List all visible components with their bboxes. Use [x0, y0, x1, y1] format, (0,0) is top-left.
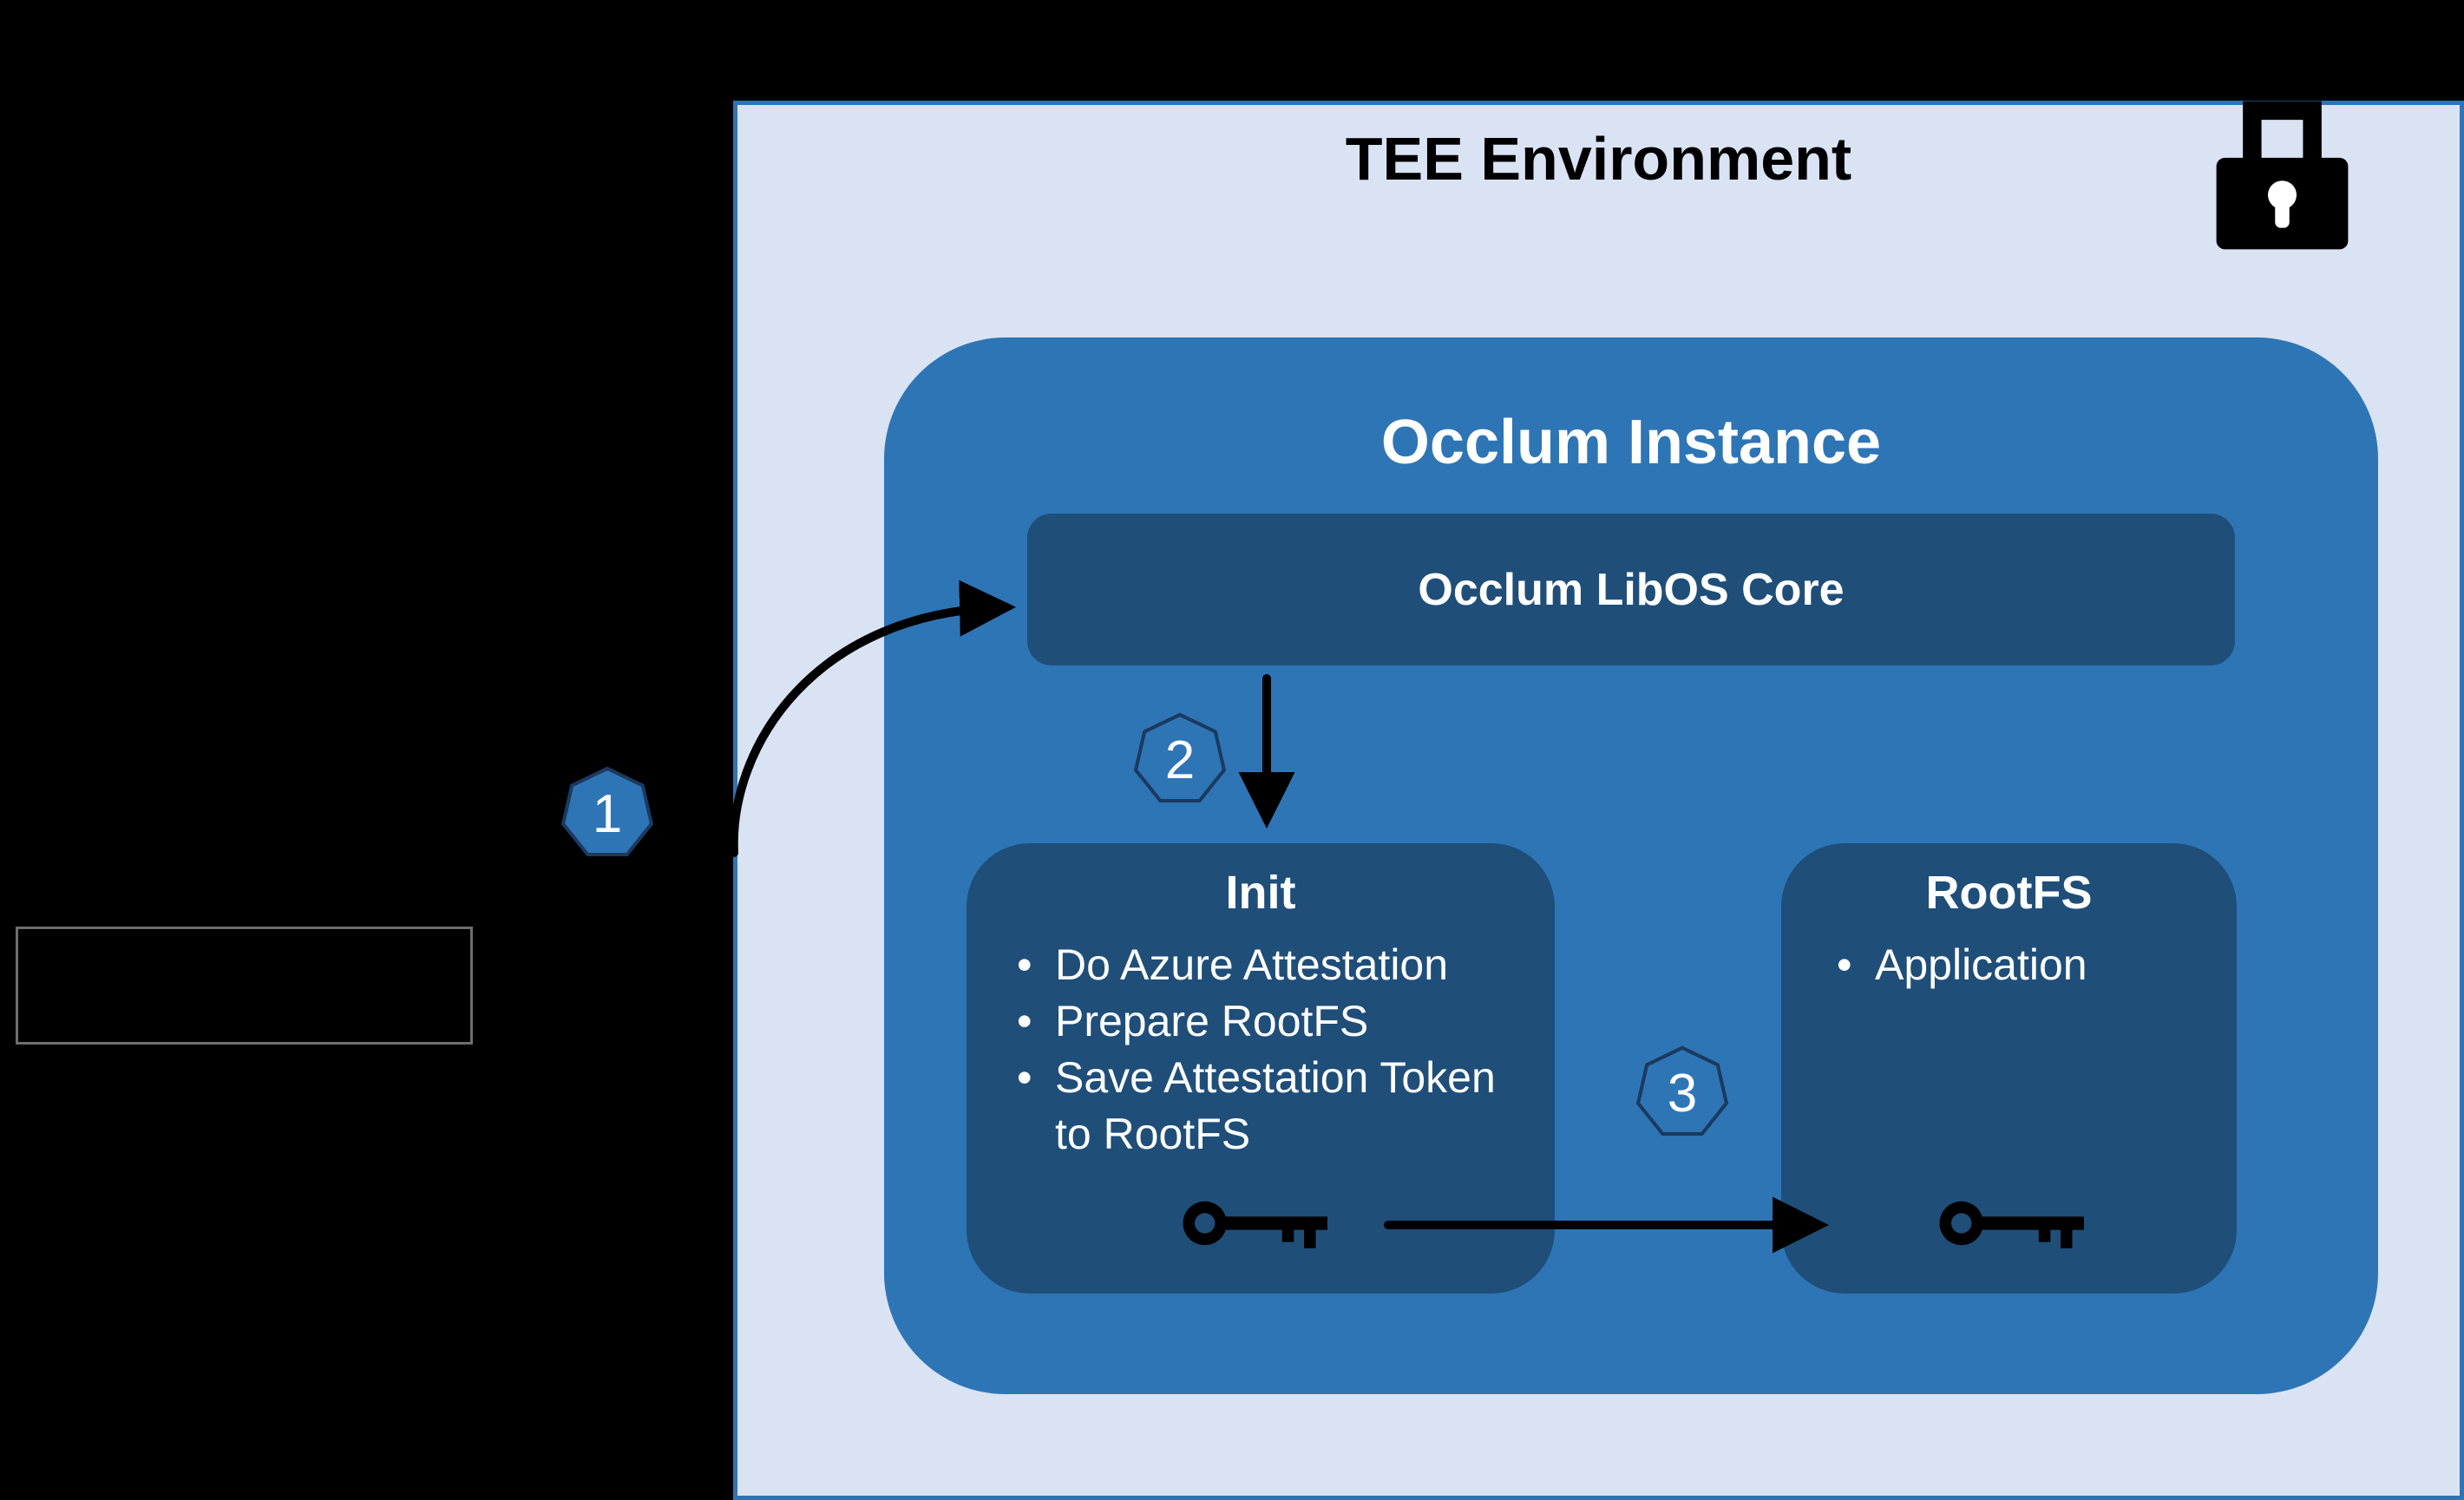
- key-icon-svg: [1183, 1201, 1327, 1248]
- heptagon-shape: [560, 766, 654, 857]
- step-1-number: 1: [592, 783, 623, 844]
- tee-title: TEE Environment: [1345, 125, 1852, 193]
- key-icon: [1179, 1184, 1335, 1262]
- placeholder-box: [16, 927, 473, 1045]
- key-icon-svg: [1939, 1201, 2084, 1248]
- occlum-instance-box: Occlum Instance Occlum LibOS Core Init D…: [884, 337, 2378, 1394]
- step-1-badge: 1: [557, 763, 658, 864]
- init-bullet-azure-attestation: Do Azure Attestation: [1012, 937, 1539, 993]
- step-2-number: 2: [1164, 730, 1196, 790]
- rootfs-bullet-list: Application: [1832, 937, 2221, 993]
- step-3-badge: 3: [1632, 1043, 1733, 1143]
- heptagon-shape: [1635, 1045, 1729, 1136]
- rootfs-box: RootFS Application: [1781, 843, 2237, 1294]
- rootfs-title: RootFS: [1925, 867, 2093, 919]
- step-3-number: 3: [1667, 1063, 1698, 1123]
- lock-icon-svg: [2216, 101, 2349, 250]
- key-icon: [1936, 1184, 2092, 1262]
- init-box: Init Do Azure Attestation Prepare RootFS…: [967, 843, 1555, 1294]
- init-bullet-save-token: Save Attestation Token to RootFS: [1012, 1050, 1539, 1163]
- heptagon-shape: [1133, 712, 1227, 803]
- libos-core-label: Occlum LibOS Core: [1418, 564, 1845, 615]
- init-bullet-list: Do Azure Attestation Prepare RootFS Save…: [1012, 937, 1539, 1163]
- libos-core-bar: Occlum LibOS Core: [1027, 514, 2235, 665]
- lock-icon: [2211, 87, 2354, 256]
- occlum-instance-title: Occlum Instance: [1380, 408, 1882, 477]
- rootfs-bullet-application: Application: [1832, 937, 2221, 993]
- step-2-badge: 2: [1130, 710, 1230, 810]
- init-bullet-prepare-rootfs: Prepare RootFS: [1012, 993, 1539, 1050]
- init-title: Init: [1225, 867, 1296, 919]
